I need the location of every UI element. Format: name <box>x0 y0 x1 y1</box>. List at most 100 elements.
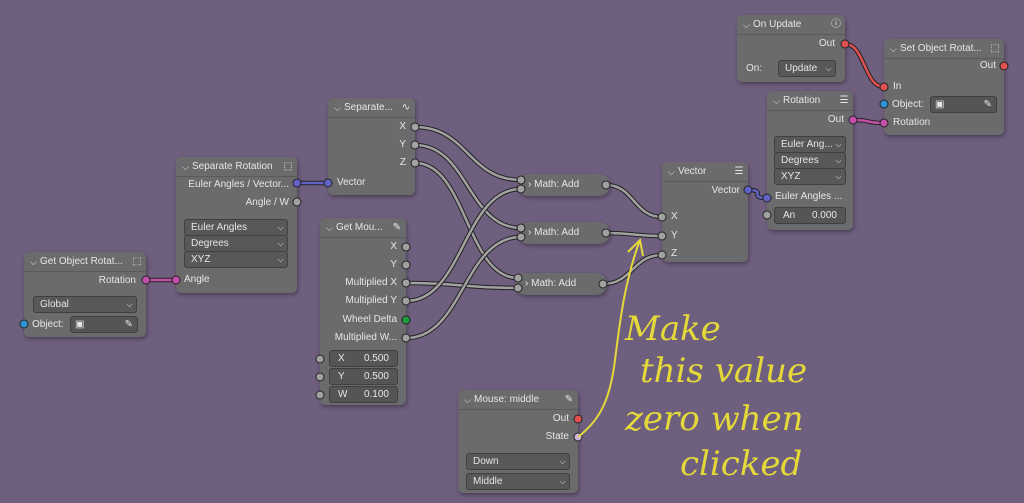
dropdown-value: Degrees <box>781 155 819 166</box>
node-header[interactable]: ⌵Rotation☰ <box>767 91 853 111</box>
dropdown-value: Update <box>785 63 818 74</box>
node-header[interactable]: ⌵Vector☰ <box>662 162 748 182</box>
collapse-chevron-icon[interactable]: ⌵ <box>773 95 780 106</box>
eyedropper-icon[interactable]: ✎ <box>124 319 133 330</box>
node-header[interactable]: ⌵Set Object Rotat...⬚ <box>884 39 1004 59</box>
node-rotation[interactable]: ⌵Rotation☰ Out Euler Ang...⌵ Degrees⌵ XY… <box>767 91 853 230</box>
space-dropdown[interactable]: Global⌵ <box>33 296 137 313</box>
node-separate-rotation[interactable]: ⌵Separate Rotation ⬚ Euler Angles / Vecto… <box>176 157 297 293</box>
socket-label: Z <box>399 157 406 168</box>
dropdown-value: XYZ <box>781 171 801 182</box>
socket-label: Rotation <box>893 117 931 128</box>
node-link[interactable] <box>747 188 768 200</box>
socket-label: Out <box>818 38 835 49</box>
node-title: Math: Add <box>534 227 580 238</box>
node-math-add[interactable]: › Math: Add <box>518 174 610 196</box>
node-header[interactable]: ⌵Get Mou...✎ <box>320 218 406 238</box>
collapse-chevron-icon[interactable]: ⌵ <box>743 19 750 30</box>
eyedropper-icon[interactable]: ✎ <box>983 99 992 110</box>
socket-label: X <box>390 241 397 252</box>
collapse-chevron-icon[interactable]: ⌵ <box>30 256 37 267</box>
node-mouse-middle[interactable]: ⌵Mouse: middle✎ Out State Down⌵ Middle⌵ <box>458 390 578 493</box>
on-dropdown[interactable]: Update ⌵ <box>778 60 836 77</box>
node-math-add[interactable]: › Math: Add <box>515 273 607 295</box>
node-link[interactable] <box>844 42 885 89</box>
node-header[interactable]: ⌵Get Object Rotat...⬚ <box>24 252 146 272</box>
socket-label: Angle <box>184 274 210 285</box>
mode-dropdown[interactable]: Euler Angles⌵ <box>184 219 288 236</box>
node-link[interactable] <box>405 187 522 303</box>
node-link[interactable] <box>605 231 663 238</box>
chevron-down-icon: ⌵ <box>559 477 566 486</box>
unit-dropdown[interactable]: Degrees⌵ <box>184 235 288 252</box>
socket-label: Wheel Delta <box>342 314 397 325</box>
chevron-down-icon: ⌵ <box>126 300 133 309</box>
dropdown-value: Down <box>473 456 499 467</box>
socket-label: Euler Angles / Vector... <box>188 179 289 190</box>
object-icon: ▣ <box>75 319 85 330</box>
node-header[interactable]: ⌵Separate...∿ <box>328 98 415 118</box>
node-link[interactable] <box>605 183 663 219</box>
node-math-add[interactable]: › Math: Add <box>518 222 610 244</box>
unit-dropdown[interactable]: Degrees⌵ <box>774 152 846 169</box>
pencil-icon: ✎ <box>564 393 574 405</box>
node-link[interactable] <box>405 235 522 340</box>
node-vector[interactable]: ⌵Vector☰ Vector X Y Z <box>662 162 748 262</box>
on-label: On: <box>746 63 763 74</box>
sliders-icon: ☰ <box>839 94 849 106</box>
object-transform-icon: ⬚ <box>283 160 293 172</box>
dropdown-value: Euler Angles <box>191 222 248 233</box>
node-link[interactable] <box>414 143 522 230</box>
collapse-chevron-icon[interactable]: ⌵ <box>668 166 675 177</box>
socket-label: Multiplied Y <box>345 295 397 306</box>
node-link[interactable] <box>414 161 519 280</box>
x-field[interactable]: X 0.500 <box>329 350 398 367</box>
node-title: Separate Rotation <box>192 160 273 172</box>
object-label: Object: <box>892 99 924 110</box>
node-header[interactable]: ⌵Mouse: middle✎ <box>458 390 578 410</box>
field-label: W <box>338 389 348 400</box>
chevron-down-icon: ⌵ <box>825 64 832 73</box>
node-get-object-rotation[interactable]: ⌵Get Object Rotat...⬚ Rotation Global⌵ O… <box>24 252 146 337</box>
node-title: Math: Add <box>534 179 580 190</box>
object-picker[interactable]: ▣✎ <box>70 316 138 333</box>
node-title: Separate... <box>344 101 393 113</box>
node-title: On Update <box>753 18 802 30</box>
mode-dropdown[interactable]: Euler Ang...⌵ <box>774 136 846 153</box>
collapse-chevron-icon[interactable]: ⌵ <box>464 394 471 405</box>
chevron-down-icon: ⌵ <box>835 140 842 149</box>
node-get-mouse[interactable]: ⌵Get Mou...✎ X Y Multiplied X Multiplied… <box>320 218 406 405</box>
button-dropdown[interactable]: Middle⌵ <box>466 473 570 490</box>
socket-label: State <box>545 431 569 442</box>
field-label: X <box>338 353 345 364</box>
object-transform-icon: ⬚ <box>132 255 142 267</box>
socket-label: Out <box>979 60 996 71</box>
node-link[interactable] <box>602 253 663 286</box>
object-picker[interactable]: ▣✎ <box>930 96 997 113</box>
node-separate-xyz[interactable]: ⌵Separate...∿ X Y Z Vector <box>328 98 415 195</box>
socket-label: X <box>671 211 678 222</box>
collapse-chevron-icon[interactable]: ⌵ <box>890 43 897 54</box>
socket-label: In <box>893 81 902 92</box>
node-set-object-rotation[interactable]: ⌵Set Object Rotat...⬚ Out In Object: ▣✎ … <box>884 39 1004 135</box>
collapse-chevron-icon[interactable]: ⌵ <box>182 161 189 172</box>
socket-label: Out <box>827 114 844 125</box>
node-header[interactable]: ⌵Separate Rotation ⬚ <box>176 157 297 177</box>
collapse-chevron-icon[interactable]: ⌵ <box>334 102 341 113</box>
node-link[interactable] <box>414 125 522 182</box>
collapse-chevron-icon[interactable]: ⌵ <box>326 222 333 233</box>
field-value: 0.500 <box>363 353 389 364</box>
order-dropdown[interactable]: XYZ⌵ <box>774 168 846 185</box>
socket-label: Vector <box>711 185 740 196</box>
socket-label: X <box>399 121 406 132</box>
socket-label: Multiplied W... <box>334 332 397 343</box>
socket-label: Euler Angles ... <box>775 191 843 202</box>
event-dropdown[interactable]: Down⌵ <box>466 453 570 470</box>
order-dropdown[interactable]: XYZ⌵ <box>184 251 288 268</box>
node-link[interactable] <box>405 281 519 290</box>
